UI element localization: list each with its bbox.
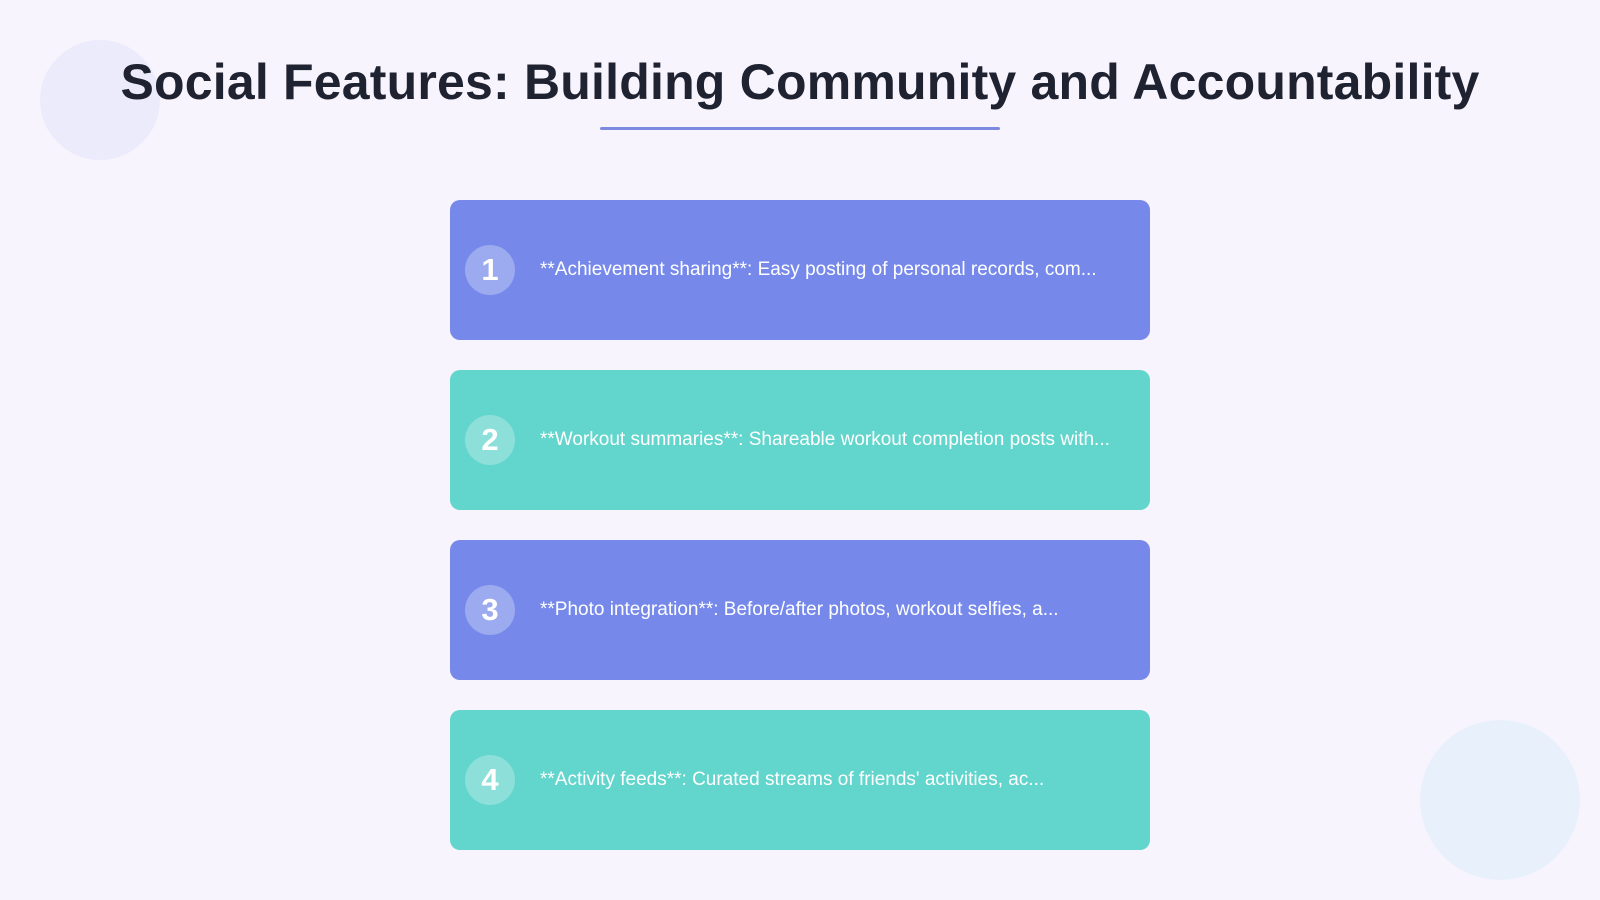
decorative-circle-bottom-right bbox=[1420, 720, 1580, 880]
number-badge-4: 4 bbox=[465, 755, 515, 805]
number-badge-1: 1 bbox=[465, 245, 515, 295]
slide-title: Social Features: Building Community and … bbox=[120, 54, 1480, 110]
feature-card-1: 1 **Achievement sharing**: Easy posting … bbox=[450, 200, 1150, 340]
feature-text-4: **Activity feeds**: Curated streams of f… bbox=[540, 769, 1045, 790]
feature-card-4: 4 **Activity feeds**: Curated streams of… bbox=[450, 710, 1150, 850]
feature-text-3: **Photo integration**: Before/after phot… bbox=[540, 599, 1059, 620]
feature-card-2: 2 **Workout summaries**: Shareable worko… bbox=[450, 370, 1150, 510]
decorative-circle-top-left bbox=[40, 40, 160, 160]
title-underline bbox=[600, 127, 1000, 130]
feature-text-2: **Workout summaries**: Shareable workout… bbox=[540, 429, 1110, 450]
number-badge-3: 3 bbox=[465, 585, 515, 635]
feature-text-1: **Achievement sharing**: Easy posting of… bbox=[540, 259, 1097, 280]
feature-list: 1 **Achievement sharing**: Easy posting … bbox=[450, 200, 1150, 880]
number-badge-2: 2 bbox=[465, 415, 515, 465]
feature-card-3: 3 **Photo integration**: Before/after ph… bbox=[450, 540, 1150, 680]
